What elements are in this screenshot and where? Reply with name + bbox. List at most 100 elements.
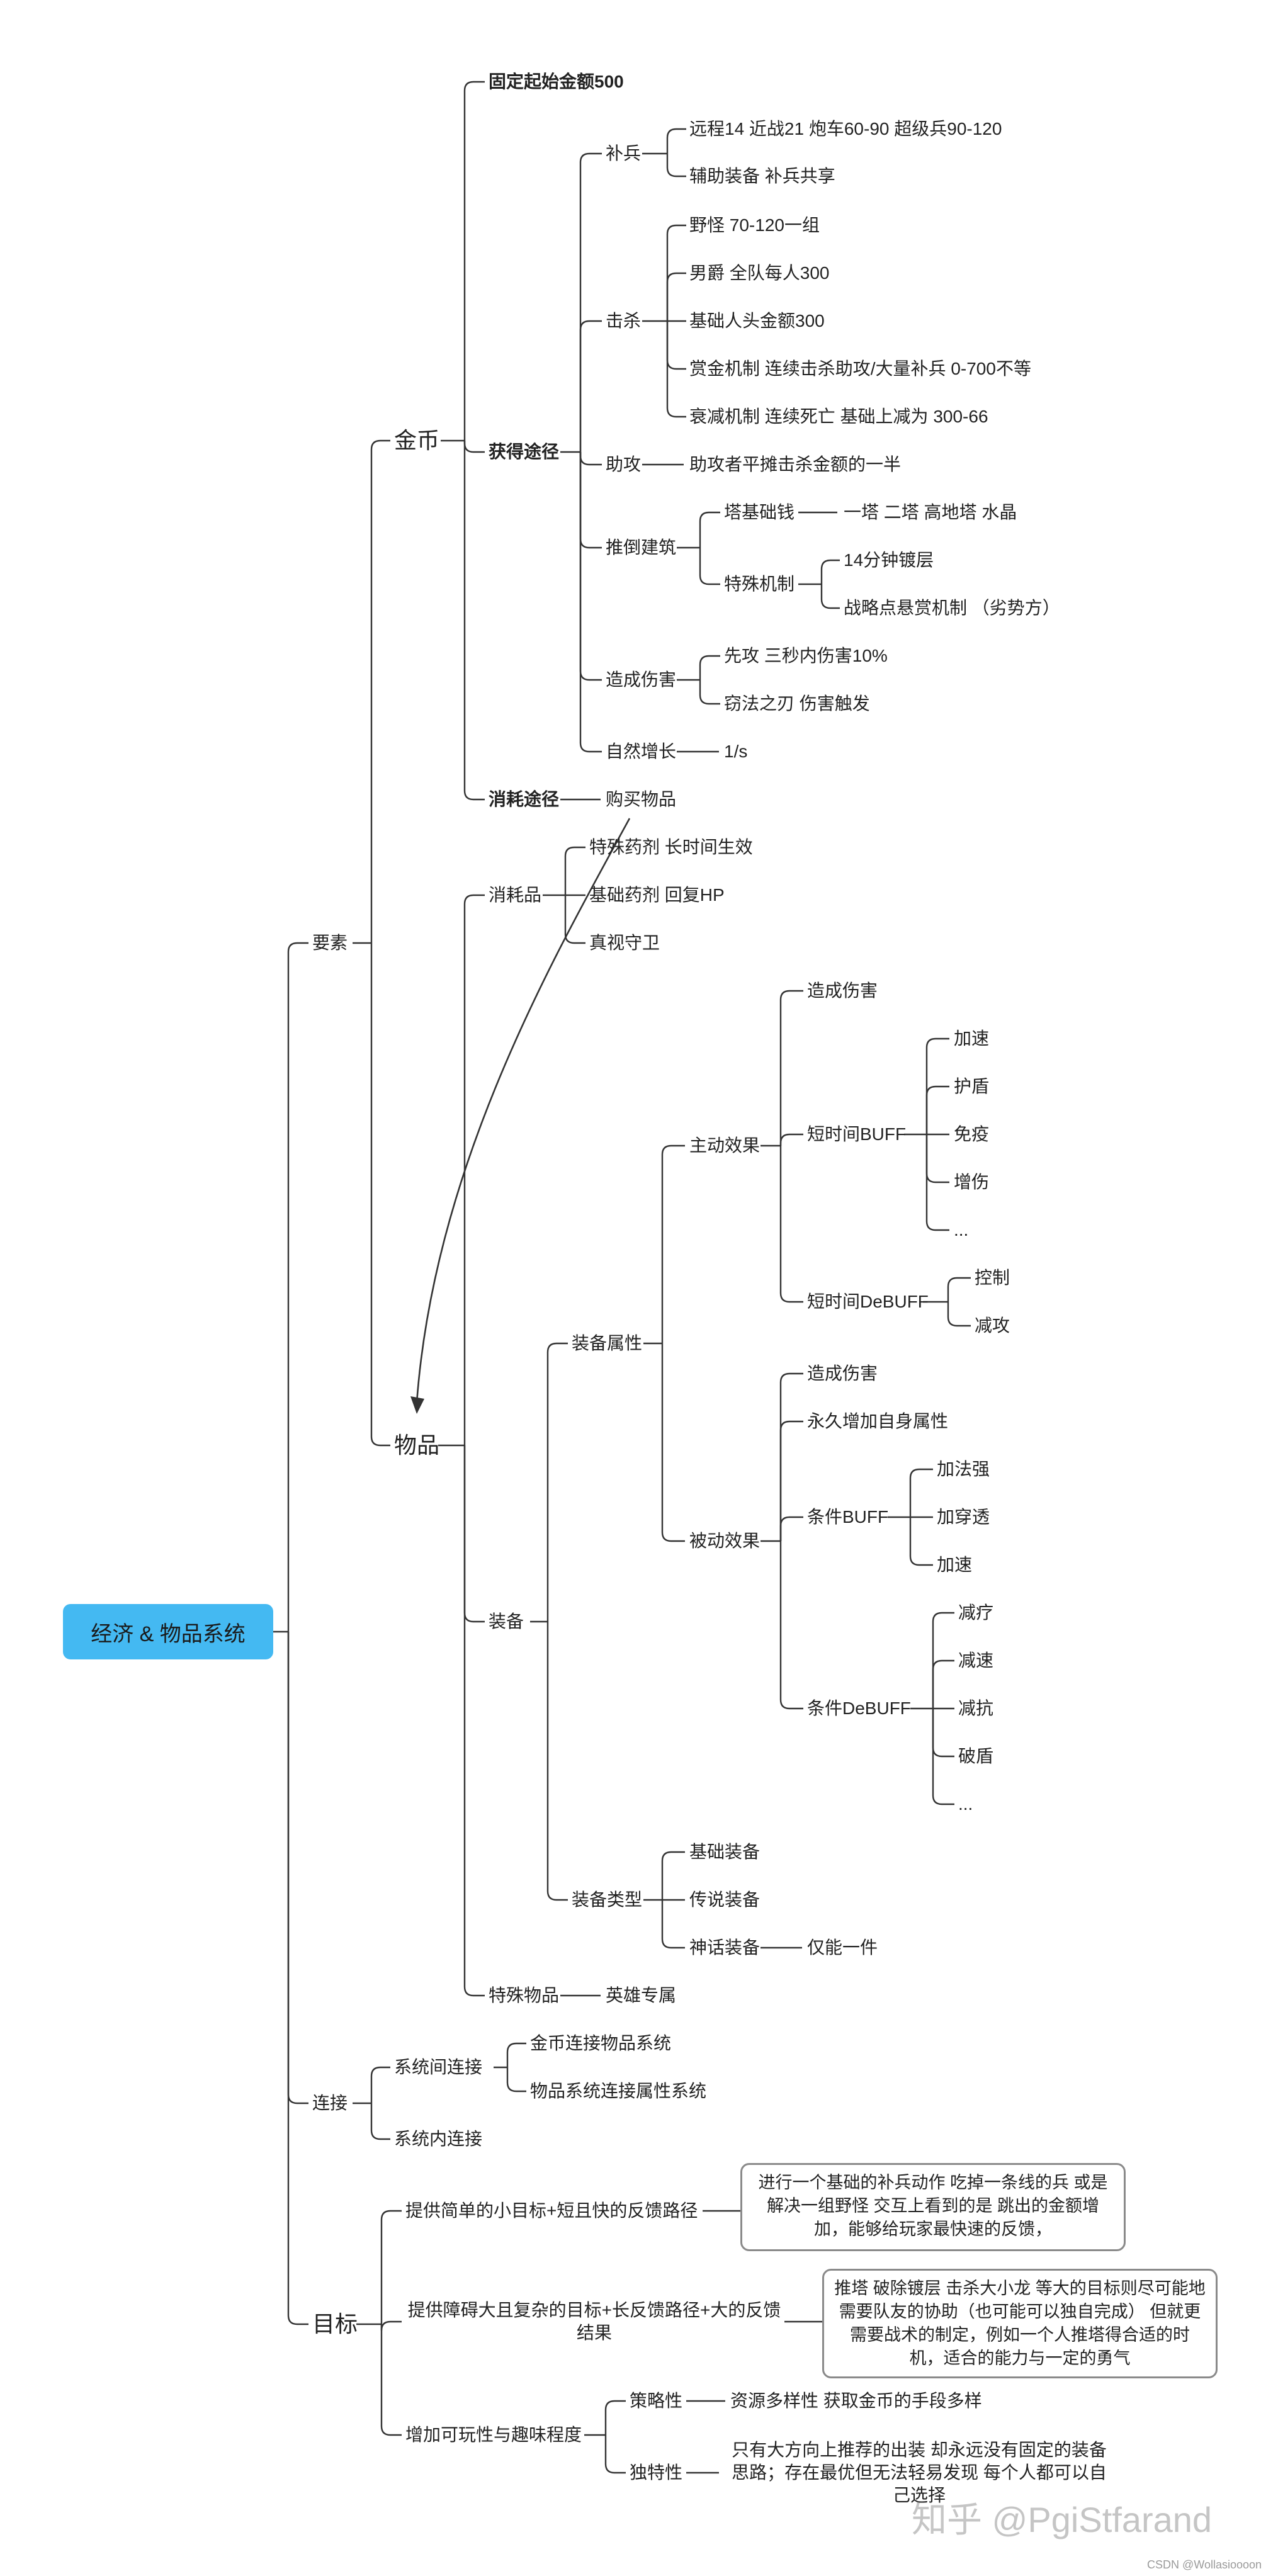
topic-items[interactable]: 物品 [394,1432,440,1458]
leaf-damage-gold-2[interactable]: 窃法之刃 伤害触发 [724,694,870,713]
leaf-assist[interactable]: 助攻者平摊击杀金额的一半 [689,455,902,474]
passive-debuff-branch-0 [932,1612,954,1709]
leaf-last-hit-1[interactable]: 远程14 近战21 炮车60-90 超级兵90-120 [689,119,1002,138]
topic-goal-3[interactable]: 增加可玩性与趣味程度 [405,2425,582,2444]
leaf-active-damage[interactable]: 造成伤害 [807,981,878,1000]
leaf-damage-gold-1[interactable]: 先攻 三秒内伤害10% [724,646,888,665]
topic-goal-2[interactable]: 提供障碍大且复杂的目标+长反馈路径+大的反馈结果 [407,2300,781,2342]
topic-between-systems[interactable]: 系统间连接 [394,2057,483,2077]
leaf-consumable-1[interactable]: 特殊药剂 长时间生效 [589,837,753,857]
topic-kill[interactable]: 击杀 [606,311,642,330]
items-branch-0 [463,894,485,1445]
leaf-kill-1[interactable]: 野怪 70-120一组 [689,215,820,235]
root-topic[interactable]: 经济 & 物品系统 [63,1604,273,1659]
topic-equip-types[interactable]: 装备类型 [572,1890,643,1909]
topic-within-system[interactable]: 系统内连接 [394,2129,483,2149]
leaf-kill-4[interactable]: 赏金机制 连续击杀助攻/大量补兵 0-700不等 [689,359,1031,378]
topic-gold[interactable]: 金币 [394,427,440,453]
active-debuff-branch-1 [947,1302,971,1327]
leaf-active-buff-2[interactable]: 护盾 [954,1076,990,1096]
topic-towers[interactable]: 推倒建筑 [606,538,677,557]
goal3-branch-0 [604,2400,626,2435]
topic-consumables[interactable]: 消耗品 [489,885,542,905]
topic-tower-special[interactable]: 特殊机制 [724,574,795,594]
leaf-kill-3[interactable]: 基础人头金额300 [689,311,825,330]
equipment-branch-1 [546,1622,568,1901]
leaf-spend[interactable]: 购买物品 [606,789,677,809]
active-branch-2 [779,1146,803,1303]
acquire-branch-2 [579,452,602,466]
leaf-strategy[interactable]: 资源多样性 获取金币的手段多样 [730,2391,982,2410]
leaf-between-1[interactable]: 金币连接物品系统 [530,2033,672,2053]
acquire-branch-1 [579,320,602,452]
topic-passive-buff[interactable]: 条件BUFF [807,1507,889,1527]
leaf-tower-base[interactable]: 一塔 二塔 高地塔 水晶 [844,502,1017,522]
topic-active[interactable]: 主动效果 [689,1136,761,1155]
leaf-active-buff-4[interactable]: 增伤 [954,1172,990,1192]
root-branch-1 [287,1632,308,2104]
topic-last-hit[interactable]: 补兵 [606,144,642,163]
topic-passive-income[interactable]: 自然增长 [606,742,677,761]
leaf-between-2[interactable]: 物品系统连接属性系统 [530,2081,707,2101]
leaf-passive-debuff-5[interactable]: ... [958,1794,973,1814]
topic-passive[interactable]: 被动效果 [689,1531,761,1551]
topic-damage-gold[interactable]: 造成伤害 [606,670,677,689]
leaf-passive-damage[interactable]: 造成伤害 [807,1364,878,1383]
topic-assist[interactable]: 助攻 [606,455,642,474]
topic-equipment[interactable]: 装备 [489,1612,524,1631]
topic-goal-1[interactable]: 提供简单的小目标+短且快的反馈路径 [405,2201,698,2220]
leaf-tower-special-2[interactable]: 战略点悬赏机制 （劣势方） [844,598,1060,618]
topic-connections[interactable]: 连接 [312,2093,348,2113]
topic-active-debuff[interactable]: 短时间DeBUFF [807,1292,929,1311]
leaf-passive-buff-1[interactable]: 加法强 [937,1459,990,1479]
leaf-tower-special-1[interactable]: 14分钟镀层 [844,550,934,570]
leaf-passive-debuff-1[interactable]: 减疗 [958,1603,994,1622]
leaf-kill-2[interactable]: 男爵 全队每人300 [689,263,830,283]
passive-branch-0 [779,1372,803,1541]
leaf-equip-basic[interactable]: 基础装备 [689,1842,761,1861]
leaf-unique[interactable]: 只有大方向上推荐的出装 却永远没有固定的装备思路；存在最优但无法轻易发现 每个人… [732,2440,1107,2505]
leaf-special-items[interactable]: 英雄专属 [606,1986,677,2005]
topic-special-items[interactable]: 特殊物品 [489,1986,560,2005]
topic-attributes[interactable]: 装备属性 [572,1333,643,1353]
leaf-active-buff-5[interactable]: ... [954,1220,969,1240]
leaf-consumable-2[interactable]: 基础药剂 回复HP [589,885,725,905]
leaf-active-debuff-1[interactable]: 控制 [975,1268,1010,1287]
topic-strategy[interactable]: 策略性 [630,2391,683,2410]
elements-branch-0 [370,439,390,943]
topic-equip-mythic[interactable]: 神话装备 [689,1938,761,1957]
leaf-passive-buff-2[interactable]: 加穿透 [937,1507,990,1527]
kill-branch-1 [666,272,686,321]
topic-active-buff[interactable]: 短时间BUFF [807,1124,907,1144]
active-buff-branch-0 [925,1037,949,1134]
leaf-active-debuff-2[interactable]: 减攻 [975,1316,1010,1335]
kill-branch-3 [666,321,686,370]
kill-branch-0 [666,224,686,321]
leaf-last-hit-2[interactable]: 辅助装备 补兵共享 [689,166,835,186]
topic-fixed-start[interactable]: 固定起始金额500 [489,72,624,91]
topic-unique[interactable]: 独特性 [630,2463,683,2482]
topic-goals[interactable]: 目标 [312,2311,358,2337]
leaf-consumable-3[interactable]: 真视守卫 [589,933,660,952]
leaf-kill-5[interactable]: 衰减机制 连续死亡 基础上减为 300-66 [689,407,988,426]
leaf-passive-debuff-2[interactable]: 减速 [958,1651,994,1670]
leaf-active-buff-1[interactable]: 加速 [954,1029,990,1048]
passive-branch-3 [779,1541,803,1710]
leaf-passive-stats[interactable]: 永久增加自身属性 [807,1411,949,1431]
leaf-passive-income[interactable]: 1/s [724,742,748,761]
active-branch-0 [779,990,803,1146]
acquire-branch-0 [579,152,602,452]
tower-special-branch-1 [820,584,840,609]
topic-tower-base[interactable]: 塔基础钱 [724,502,795,522]
topic-elements[interactable]: 要素 [312,933,348,952]
leaf-equip-mythic-note[interactable]: 仅能一件 [807,1938,878,1957]
topic-spend[interactable]: 消耗途径 [489,789,560,809]
leaf-passive-buff-3[interactable]: 加速 [937,1555,973,1574]
leaf-passive-debuff-3[interactable]: 减抗 [958,1698,994,1718]
topic-passive-debuff[interactable]: 条件DeBUFF [807,1698,911,1718]
topic-acquire[interactable]: 获得途径 [489,442,560,461]
leaf-equip-legendary[interactable]: 传说装备 [689,1890,761,1909]
leaf-passive-debuff-4[interactable]: 破盾 [958,1746,994,1766]
leaf-active-buff-3[interactable]: 免疫 [954,1124,990,1144]
